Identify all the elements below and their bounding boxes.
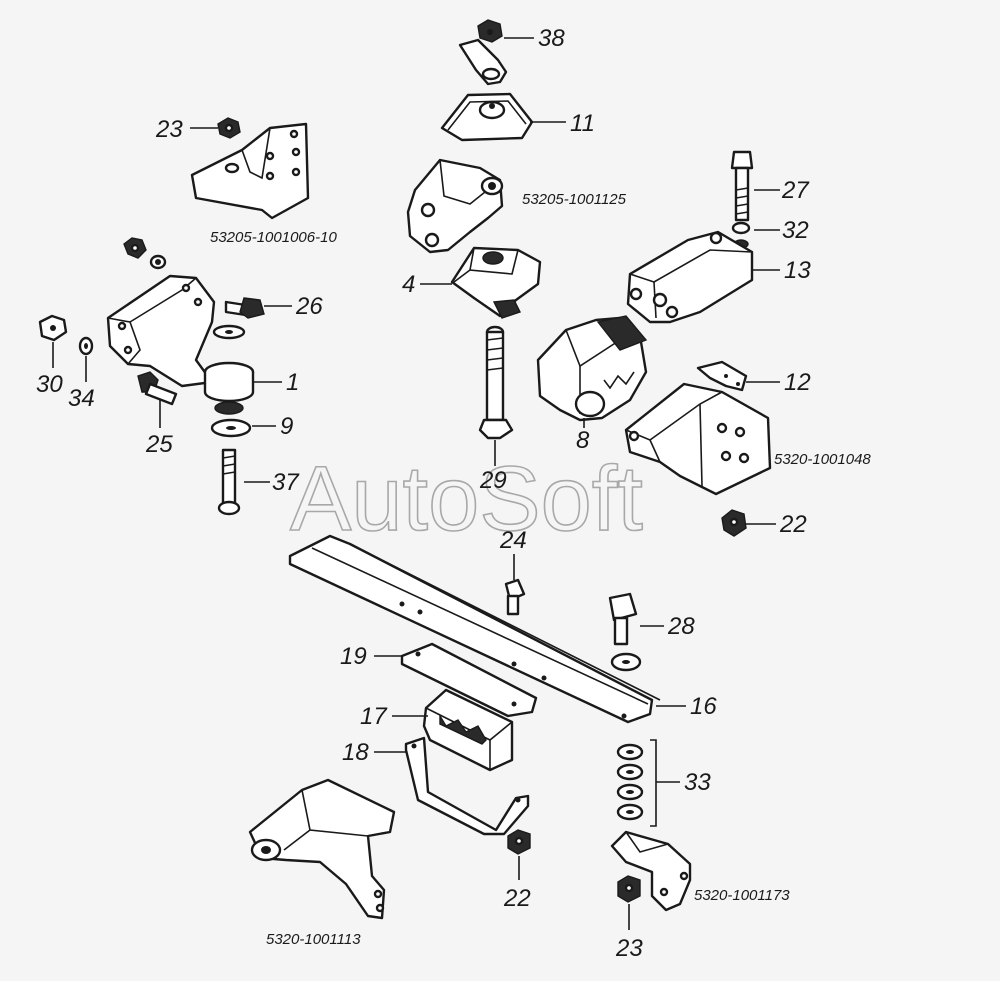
callout-38: 38 [538, 25, 565, 52]
callout-22: 22 [779, 511, 807, 538]
part-9-washer [210, 418, 252, 438]
part-11-upper-plate [440, 92, 534, 142]
callout-30: 30 [36, 371, 63, 398]
part-22-nut-right [721, 509, 747, 537]
callout-34: 34 [68, 385, 95, 412]
callout-16: 16 [690, 693, 717, 720]
callout-37: 37 [272, 469, 300, 496]
callout-25: 25 [145, 431, 173, 458]
callout-17: 17 [360, 703, 388, 730]
watermark: AutoSoft [290, 448, 643, 550]
callout-23: 23 [155, 116, 183, 143]
callout-33: 33 [684, 769, 711, 796]
part-25-bolt [137, 371, 178, 406]
callout-labels: 38 11 23 27 32 13 4 26 1 9 30 34 25 37 2… [36, 25, 811, 962]
part-17-cushion [422, 688, 514, 772]
callout-13: 13 [784, 257, 811, 284]
callout-29: 29 [479, 467, 507, 494]
part-24-bolt [504, 578, 526, 616]
callout-28: 28 [667, 613, 695, 640]
callout-1: 1 [286, 369, 299, 396]
callout-32: 32 [782, 217, 809, 244]
callout-23-bottom: 23 [615, 935, 643, 962]
callout-24: 24 [499, 527, 527, 554]
callout-9: 9 [280, 413, 293, 440]
callout-18: 18 [342, 739, 369, 766]
part-nut-washer-upper [123, 237, 167, 270]
part-30-nut [38, 314, 68, 342]
part-38-nut-clip [458, 19, 508, 86]
leader-lines [52, 37, 780, 930]
code-bracket-bottom-left: 5320-1001113 [266, 931, 361, 948]
part-23-nut-bottom [617, 875, 641, 903]
part-bracket-left-with-cushion [106, 274, 255, 415]
part-29-long-bolt [478, 325, 514, 440]
part-bracket-5320-1001113 [248, 778, 396, 920]
part-23-nut-top-left [217, 117, 241, 139]
code-bracket-bottom-right: 5320-1001173 [694, 887, 790, 904]
assembly-codes: 53205-1001006-10 53205-1001125 5320-1001… [210, 191, 871, 948]
part-16-cross-member [288, 534, 661, 724]
code-bracket-top-center: 53205-1001125 [522, 191, 627, 208]
code-bracket-right: 5320-1001048 [774, 451, 871, 468]
callout-8: 8 [576, 427, 590, 454]
callout-27: 27 [781, 177, 810, 204]
callout-11: 11 [570, 110, 595, 137]
part-37-long-bolt [217, 448, 241, 516]
part-18-u-clamp [404, 736, 530, 836]
part-26-bolt [224, 297, 265, 319]
callout-22-bottom: 22 [503, 885, 531, 912]
part-4-rubber-cushion [450, 246, 542, 319]
part-13-bearing-cap [626, 230, 754, 324]
part-33-washer-stack [616, 743, 644, 821]
part-12-clip [696, 360, 748, 392]
part-8-rubber-cushion [536, 315, 648, 422]
part-19-plate [400, 642, 538, 718]
callout-19: 19 [340, 643, 367, 670]
part-22-nut-bottom [507, 829, 531, 855]
callout-26: 26 [295, 293, 323, 320]
part-27-bolt [730, 150, 754, 222]
code-bracket-left-upper: 53205-1001006-10 [210, 229, 337, 246]
part-bracket-5320-1001173 [610, 830, 692, 912]
part-bracket-53205-1001006-10 [190, 122, 310, 220]
part-28-bolt [608, 592, 642, 672]
part-bracket-53205-1001125 [406, 158, 504, 254]
callout-4: 4 [402, 271, 415, 298]
callout-12: 12 [784, 369, 811, 396]
part-bracket-5320-1001048 [624, 382, 772, 496]
part-34-washer [78, 336, 94, 356]
